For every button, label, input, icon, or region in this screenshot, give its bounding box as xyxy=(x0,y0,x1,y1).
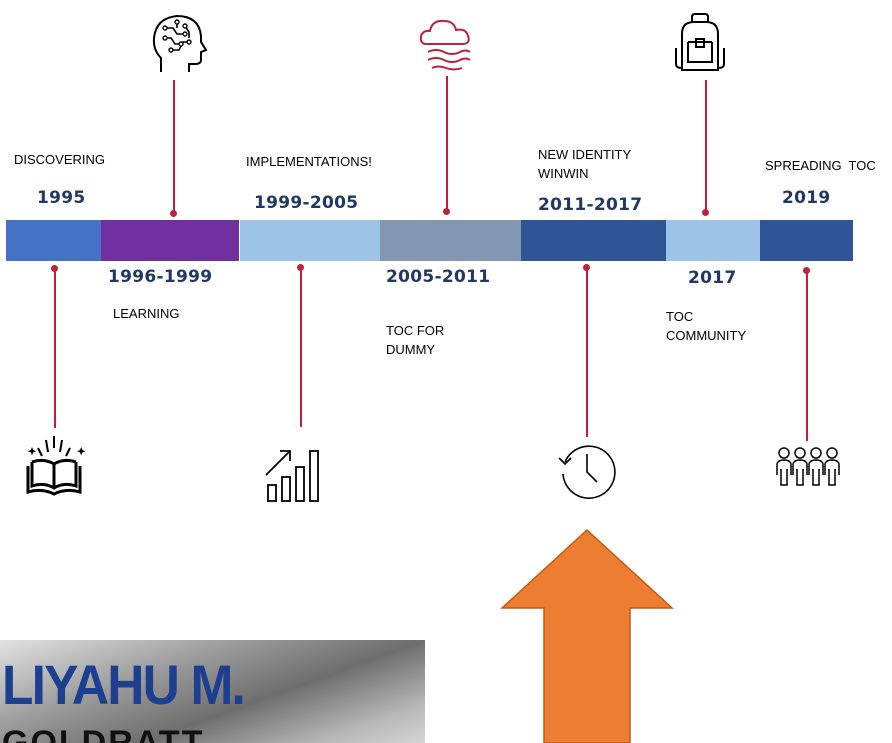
segment-1995 xyxy=(6,220,101,261)
stem-dot-1996 xyxy=(170,210,177,217)
stem-dot-2005 xyxy=(443,208,450,215)
stem-dot-2017 xyxy=(702,209,709,216)
segment-2017 xyxy=(666,220,760,261)
stem-dot-1995 xyxy=(51,265,58,272)
head-brain-icon xyxy=(152,14,208,72)
stem-line-2019 xyxy=(806,271,808,441)
label-line: DUMMY xyxy=(386,342,436,357)
label-discovering: DISCOVERING xyxy=(14,152,106,167)
cloud-wind-icon xyxy=(419,19,471,71)
year-2011-2017: 2011-2017 xyxy=(538,195,643,215)
year-2005-2011: 2005-2011 xyxy=(386,267,491,287)
stem-line-2005 xyxy=(446,76,448,211)
label-new-identity: NEW IDENTITY WINWIN xyxy=(538,145,631,183)
bar-chart-growth-icon xyxy=(265,450,319,502)
photo-title: LIYAHU M. xyxy=(2,653,246,716)
stem-line-2011 xyxy=(586,267,588,437)
label-toc-community: TOC COMMUNITY xyxy=(666,307,746,345)
segment-2011-2017 xyxy=(521,220,666,261)
label-line: COMMUNITY xyxy=(666,328,747,343)
segment-1996-1999 xyxy=(101,220,239,261)
photo-subtitle: GOLDRATT xyxy=(2,724,205,743)
label-line: WINWIN xyxy=(538,166,589,181)
segment-2019 xyxy=(760,220,853,261)
label-toc-for-dummy: TOC FOR DUMMY xyxy=(386,321,444,359)
label-line: TOC FOR xyxy=(386,323,445,338)
segment-1999-2005 xyxy=(239,220,381,261)
stem-line-2017 xyxy=(705,80,707,213)
stem-line-1995 xyxy=(54,268,56,428)
label-line: TOC xyxy=(666,309,694,324)
year-2019: 2019 xyxy=(782,188,831,208)
backpack-icon xyxy=(675,13,725,71)
label-implementations: IMPLEMENTATIONS! xyxy=(246,154,372,169)
open-book-icon xyxy=(26,436,86,496)
year-1995: 1995 xyxy=(37,188,86,208)
stem-line-1999 xyxy=(300,267,302,427)
label-line: NEW IDENTITY xyxy=(538,147,632,162)
group-of-people-icon xyxy=(776,447,840,486)
stem-dot-2019 xyxy=(803,267,810,274)
label-learning: LEARNING xyxy=(113,306,180,321)
year-1996-1999: 1996-1999 xyxy=(108,267,213,287)
stem-dot-2011 xyxy=(583,264,590,271)
history-clock-icon xyxy=(558,445,616,499)
book-cover-photo: LIYAHU M. GOLDRATT xyxy=(0,640,425,743)
stem-line-1996 xyxy=(173,80,175,213)
year-2017: 2017 xyxy=(688,268,737,288)
segment-2005-2011 xyxy=(380,220,521,261)
label-spreading-toc: SPREADING TOC xyxy=(765,158,876,173)
year-1999-2005: 1999-2005 xyxy=(254,193,359,213)
stem-dot-1999 xyxy=(297,264,304,271)
up-arrow-shape xyxy=(500,528,674,743)
